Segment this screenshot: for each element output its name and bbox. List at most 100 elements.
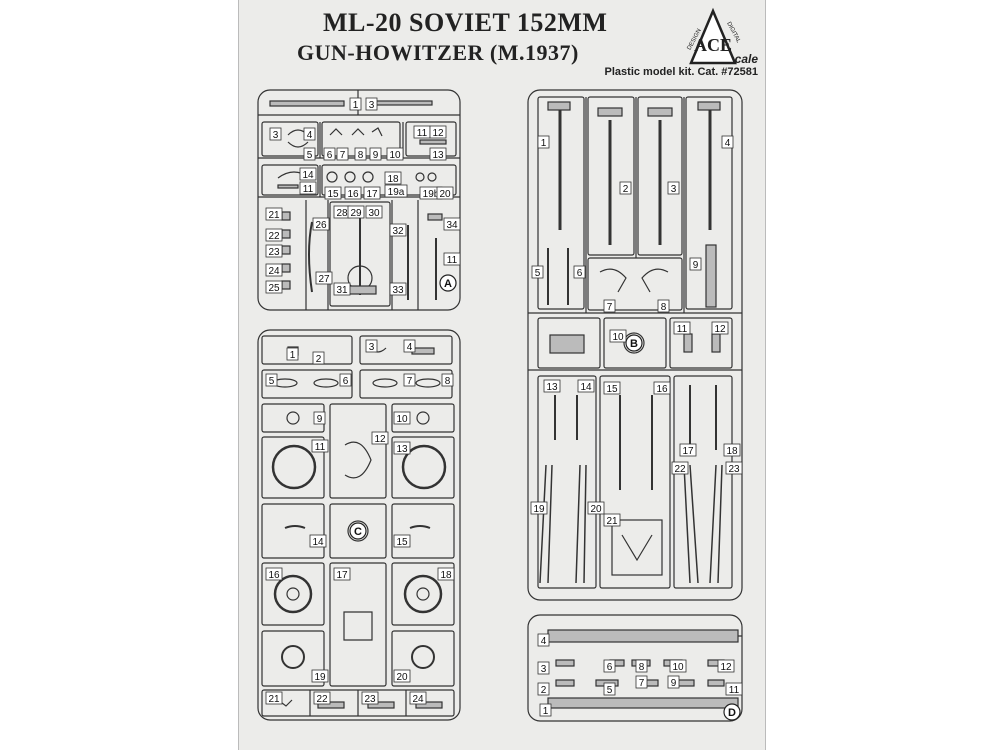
part-number-box (673, 321, 691, 335)
part-number-a-11: 11 (447, 255, 458, 266)
part-number-a-27: 27 (318, 274, 330, 285)
part-number-box (286, 347, 299, 361)
part-number-box (429, 147, 447, 161)
sprue-sheet (238, 0, 766, 750)
part-number-box (299, 167, 317, 181)
part-number-a-12: 12 (432, 128, 444, 139)
title-line-1: ML-20 SOVIET 152MM (323, 8, 608, 37)
part-number-c-15: 15 (396, 537, 408, 548)
part-number-c-1: 1 (290, 350, 296, 361)
part-number-box (311, 669, 329, 683)
part-number-b-12: 12 (714, 324, 726, 335)
part-number-box (443, 252, 461, 266)
part-number-d-5: 5 (607, 685, 613, 696)
part-number-a-33: 33 (392, 285, 404, 296)
part-number-box (265, 207, 283, 221)
part-number-box (603, 659, 616, 673)
part-number-c-14: 14 (312, 537, 324, 548)
part-number-b-22: 22 (674, 464, 686, 475)
part-number-d-1: 1 (543, 706, 549, 717)
part-number-box (323, 147, 336, 161)
part-number-box (265, 244, 283, 258)
part-number-box (721, 135, 734, 149)
part-number-d-10: 10 (672, 662, 684, 673)
sprue-letter-b: B (630, 338, 638, 350)
part-number-c-24: 24 (412, 694, 424, 705)
part-number-b-21: 21 (606, 516, 618, 527)
part-number-c-3: 3 (369, 342, 375, 353)
part-number-d-12: 12 (720, 662, 732, 673)
part-number-b-13: 13 (546, 382, 558, 393)
part-number-c-11: 11 (315, 442, 326, 453)
part-number-d-3: 3 (541, 664, 547, 675)
part-number-box (371, 431, 389, 445)
part-number-b-16: 16 (656, 384, 668, 395)
part-number-a-29: 29 (350, 208, 362, 219)
part-number-box (573, 265, 586, 279)
part-number-box (299, 181, 317, 195)
part-number-box (711, 321, 729, 335)
part-number-b-14: 14 (580, 382, 592, 393)
part-number-d-8: 8 (639, 662, 645, 673)
ace-logo: ACE DIGITAL DESIGN (687, 7, 742, 65)
part-number-box (365, 97, 378, 111)
sprue-letter-d: D (728, 707, 736, 719)
part-number-b-3: 3 (671, 184, 677, 195)
part-number-box (603, 682, 616, 696)
part-number-c-10: 10 (396, 414, 408, 425)
part-number-a-6: 6 (327, 150, 333, 161)
part-number-box (657, 299, 670, 313)
part-number-box (717, 659, 735, 673)
part-number-c-13: 13 (396, 444, 408, 455)
part-number-a-13: 13 (432, 150, 444, 161)
part-number-a-7: 7 (340, 150, 346, 161)
part-number-box (689, 257, 702, 271)
part-number-box (365, 339, 378, 353)
part-number-b-5: 5 (535, 268, 541, 279)
part-number-box (389, 223, 407, 237)
part-number-d-11: 11 (729, 685, 740, 696)
part-number-box (312, 351, 325, 365)
part-number-box (577, 379, 595, 393)
part-number-box (409, 691, 427, 705)
part-number-c-16: 16 (268, 570, 280, 581)
part-number-box (363, 186, 381, 200)
part-number-box (603, 381, 621, 395)
part-number-box (265, 373, 278, 387)
part-number-box (603, 299, 616, 313)
part-number-d-7: 7 (639, 678, 645, 689)
part-number-box (437, 567, 455, 581)
part-number-c-4: 4 (407, 342, 413, 353)
part-number-c-5: 5 (269, 376, 275, 387)
part-number-box (653, 381, 671, 395)
part-number-box (603, 513, 621, 527)
part-number-box (309, 534, 327, 548)
part-number-box (265, 691, 283, 705)
part-number-b-11: 11 (677, 324, 688, 335)
part-number-a-24: 24 (268, 266, 280, 277)
part-number-box (389, 282, 407, 296)
part-number-box (443, 217, 461, 231)
part-number-box (679, 443, 697, 457)
part-number-box (667, 181, 680, 195)
part-number-c-12: 12 (374, 434, 386, 445)
part-number-box (403, 373, 416, 387)
part-number-a-1: 1 (353, 100, 359, 111)
part-number-a-19b: 19b (423, 189, 440, 200)
part-number-b-4: 4 (725, 138, 731, 149)
part-number-box (269, 127, 282, 141)
part-number-a-17: 17 (366, 189, 378, 200)
part-number-box (539, 703, 552, 717)
part-number-box (311, 439, 329, 453)
part-number-box (265, 228, 283, 242)
part-number-box (669, 659, 687, 673)
part-number-box (303, 147, 316, 161)
part-number-box (393, 441, 411, 455)
part-number-d-9: 9 (671, 678, 677, 689)
sprue-letter-a: A (444, 278, 452, 290)
part-number-c-23: 23 (364, 694, 376, 705)
part-number-a-3: 3 (273, 130, 279, 141)
part-number-box (723, 443, 741, 457)
part-number-box (441, 373, 454, 387)
part-number-box (333, 282, 351, 296)
